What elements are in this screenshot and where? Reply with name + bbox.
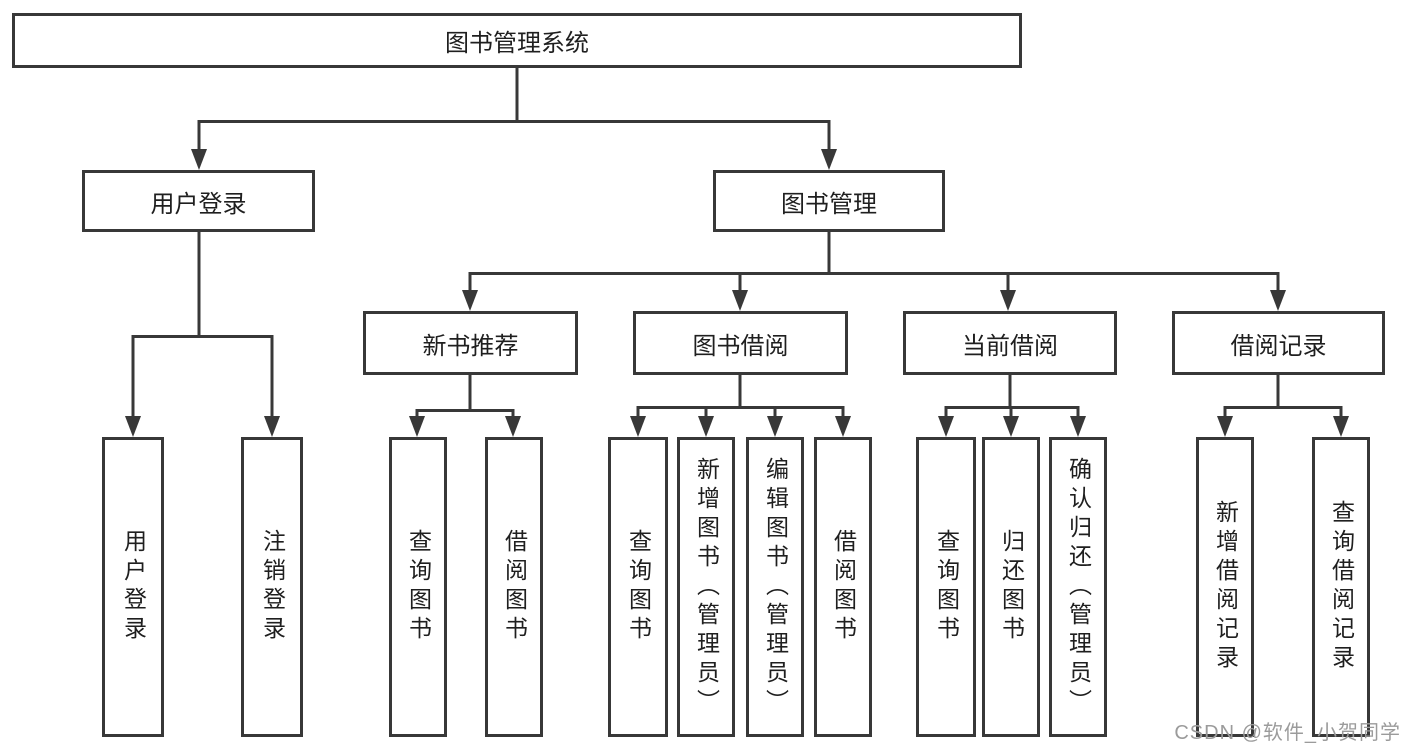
node-borrowing-records: 借阅记录	[1172, 311, 1385, 375]
leaf-borrow-books-borrowing: 借阅图书	[814, 437, 872, 737]
leaf-logout: 注销登录	[241, 437, 303, 737]
leaf-add-borrow-record: 新增借阅记录	[1196, 437, 1254, 737]
leaf-borrow-books-recommend: 借阅图书	[485, 437, 543, 737]
leaf-return-book: 归还图书	[982, 437, 1040, 737]
leaf-query-books-borrowing: 查询图书	[608, 437, 668, 737]
node-current-borrowing: 当前借阅	[903, 311, 1117, 375]
node-user-login: 用户登录	[82, 170, 315, 232]
leaf-add-book-admin: 新增图书（管理员）	[677, 437, 735, 737]
leaf-query-borrow-record: 查询借阅记录	[1312, 437, 1370, 737]
node-book-borrowing: 图书借阅	[633, 311, 848, 375]
arrowheads	[125, 149, 1349, 437]
leaf-query-books-recommend: 查询图书	[389, 437, 447, 737]
csdn-watermark: CSDN @软件_小贺同学	[1174, 722, 1401, 744]
leaf-query-books-current: 查询图书	[916, 437, 976, 737]
leaf-edit-book-admin: 编辑图书（管理员）	[746, 437, 804, 737]
node-new-book-recommend: 新书推荐	[363, 311, 578, 375]
leaf-user-login: 用户登录	[102, 437, 164, 737]
node-root-library-system: 图书管理系统	[12, 13, 1022, 68]
leaf-confirm-return-admin: 确认归还（管理员）	[1049, 437, 1107, 737]
node-book-management: 图书管理	[713, 170, 945, 232]
